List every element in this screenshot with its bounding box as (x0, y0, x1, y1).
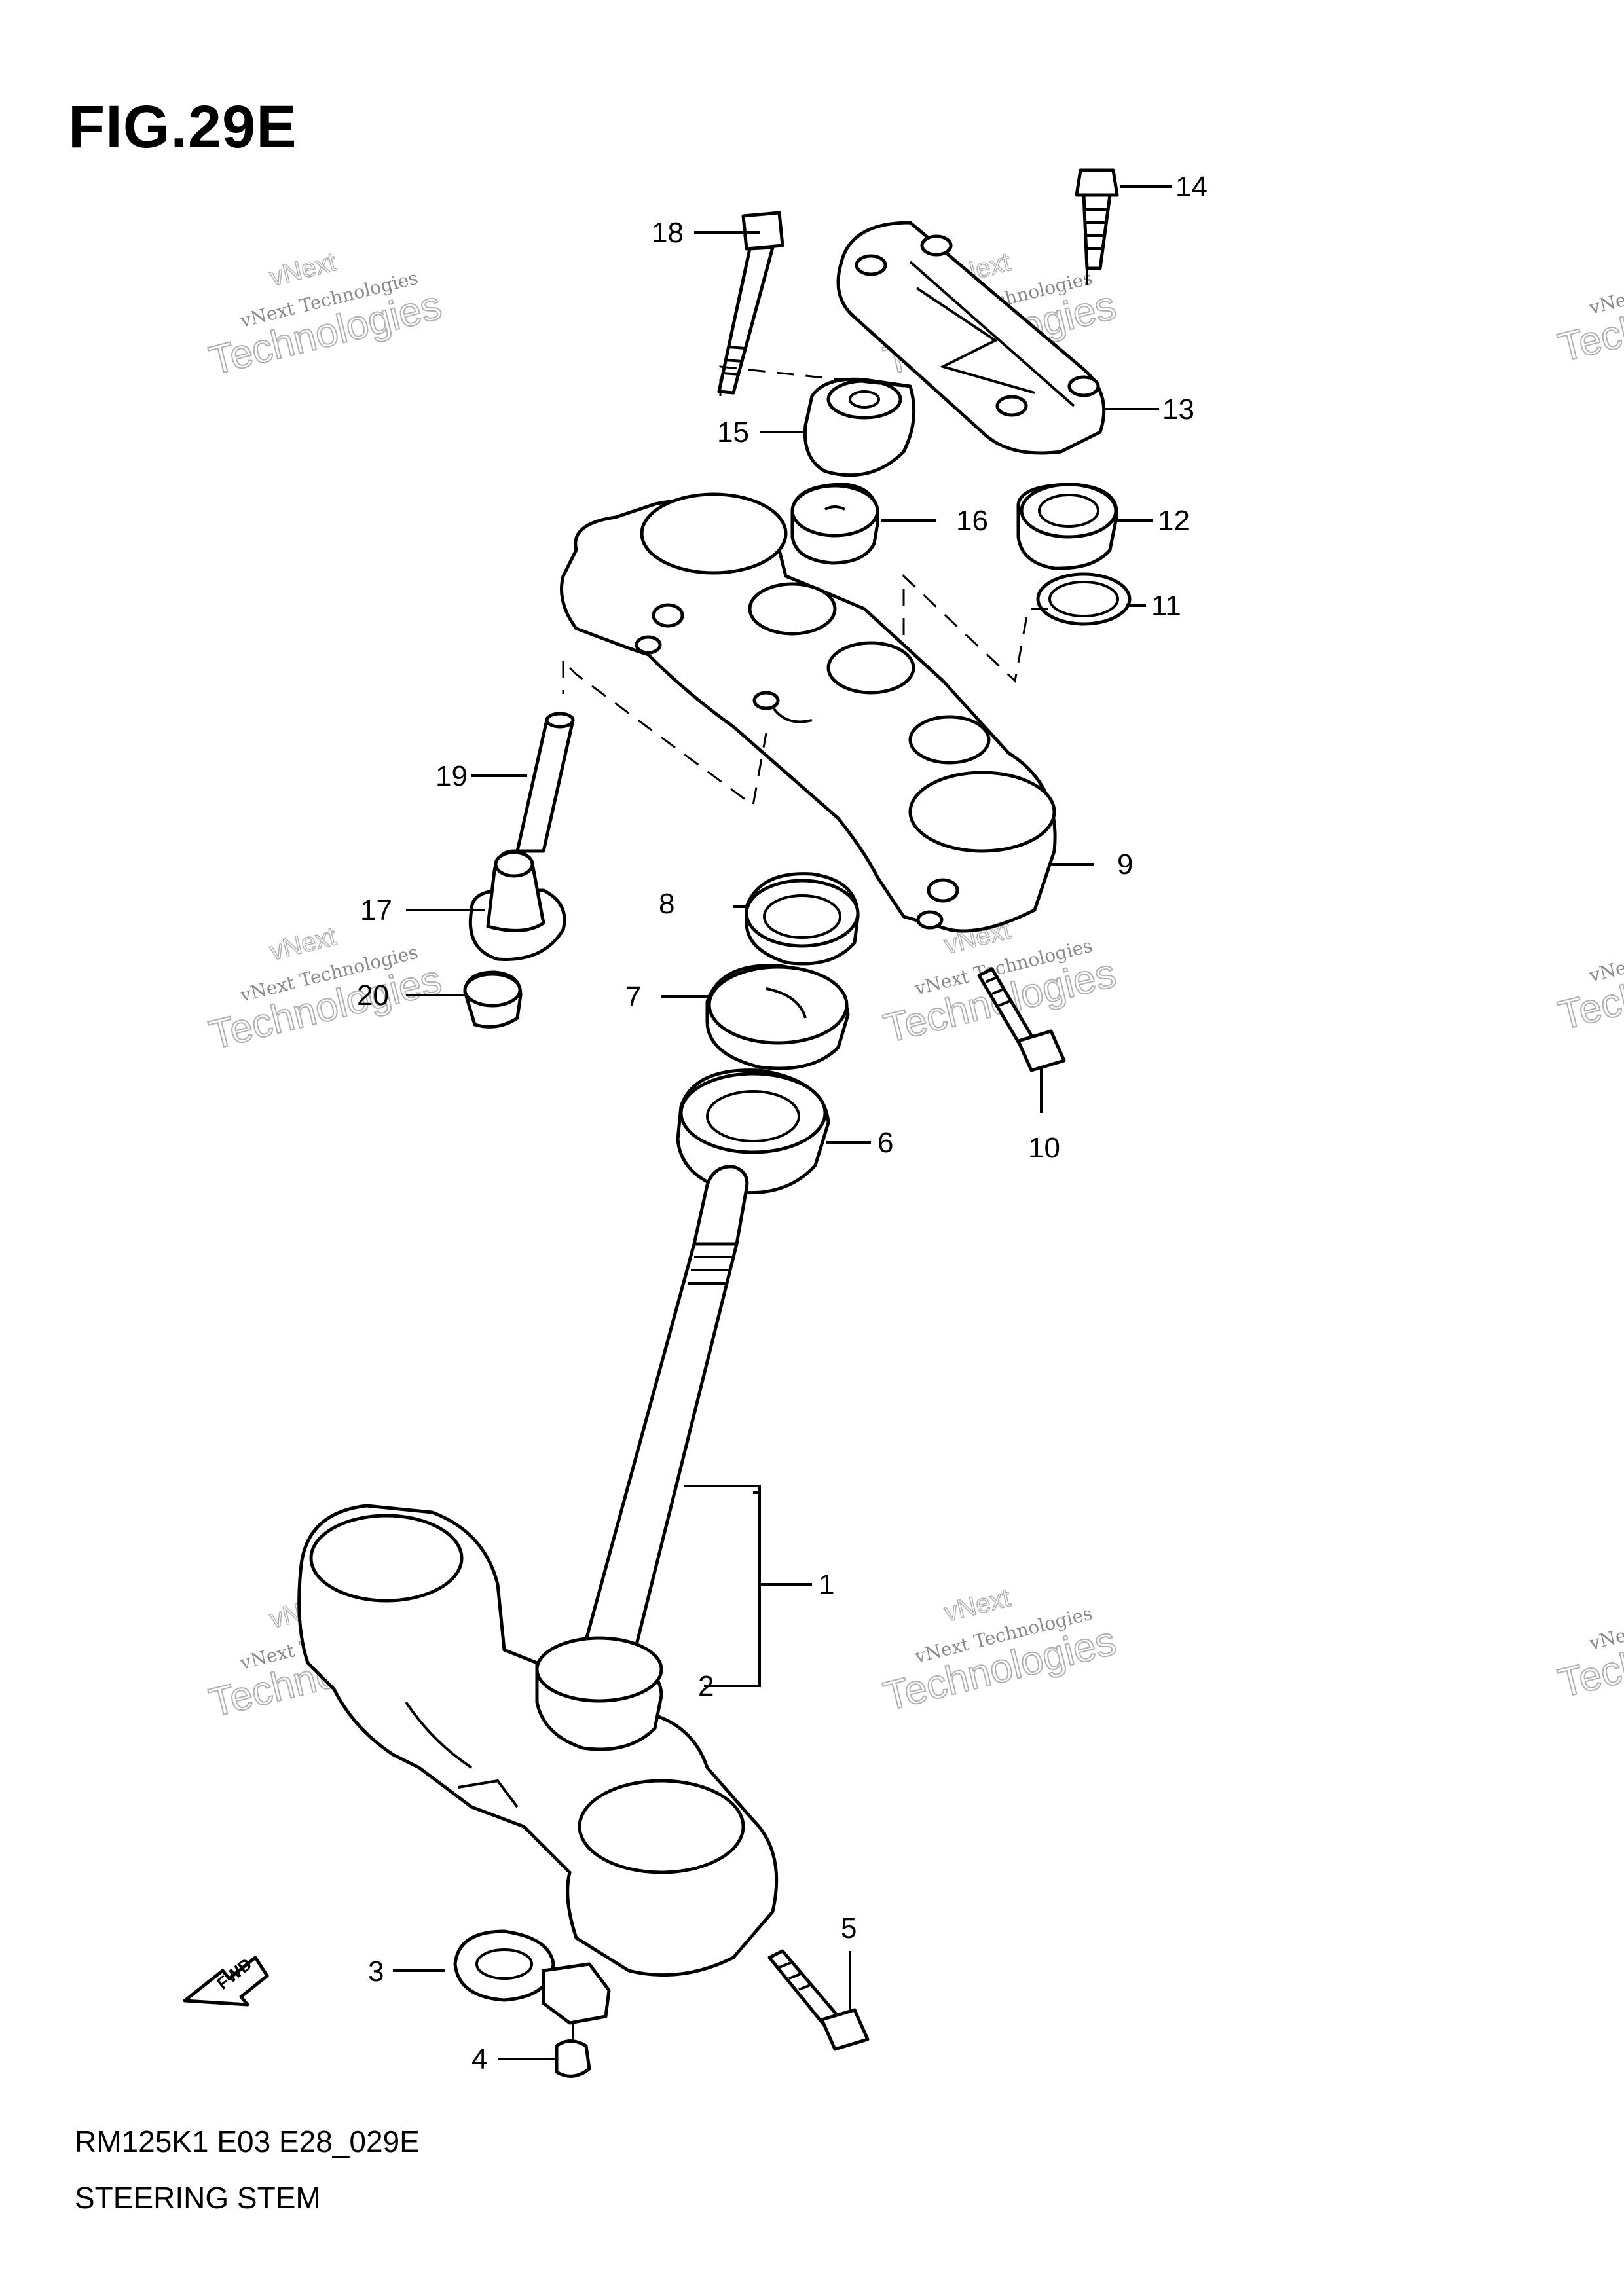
callout-20: 20 (357, 979, 389, 1011)
callout-8: 8 (659, 888, 674, 920)
part-12-stem-nut (1016, 483, 1118, 570)
part-7-dust-seal (705, 964, 850, 1070)
leader-lines (393, 185, 1172, 2060)
watermark-tech: Technologies (1554, 1605, 1624, 1707)
watermark-tech: Technologies (1554, 270, 1624, 371)
part-5-bolt (767, 1949, 870, 2051)
watermark-text: vNext Technologies (1587, 921, 1624, 987)
callout-11: 11 (1151, 590, 1181, 622)
callout-1: 1 (819, 1569, 834, 1601)
callout-3: 3 (368, 1956, 384, 1988)
part-8-lock-nut (745, 872, 860, 966)
watermark-group: vNext vNext Technologies Technologies vN… (204, 247, 1624, 1727)
fwd-arrow: FWD (183, 1954, 269, 2007)
callout-19: 19 (435, 760, 468, 792)
part-18-bolt (717, 211, 784, 395)
callout-12: 12 (1158, 505, 1190, 537)
assembly-lines (562, 268, 1088, 807)
callout-6: 6 (877, 1127, 893, 1159)
part-9-upper-bracket (560, 492, 1057, 933)
watermark-text: vNext Technologies (1587, 1589, 1624, 1654)
callout-16: 16 (956, 505, 988, 537)
callout-18: 18 (652, 217, 684, 249)
part-1-steering-stem (297, 1165, 779, 1977)
callout-15: 15 (717, 416, 749, 448)
watermark-vnext: vNext (267, 922, 339, 966)
callout-4: 4 (471, 2043, 487, 2075)
part-14-bolt (1075, 168, 1119, 270)
callout-17: 17 (360, 894, 392, 926)
part-16-damper (790, 483, 879, 565)
part-10-bolt (977, 967, 1066, 1072)
callout-13: 13 (1162, 393, 1194, 426)
part-13-handlebar-cap (836, 221, 1106, 455)
part-19-pipe (515, 712, 575, 853)
callout-10: 10 (1028, 1132, 1060, 1164)
figure-name: STEERING STEM (75, 2181, 321, 2215)
model-code: RM125K1 E03 E28_029E (75, 2124, 420, 2159)
figure-title: FIG.29E (68, 94, 297, 160)
watermark-vnext: vNext (942, 1583, 1014, 1627)
callout-7: 7 (625, 981, 641, 1013)
callout-14: 14 (1175, 171, 1208, 203)
callout-2: 2 (698, 1670, 714, 1702)
callout-9: 9 (1117, 848, 1133, 881)
part-11-washer (1036, 572, 1132, 626)
callout-5: 5 (841, 1912, 857, 1944)
part-3-clamp (453, 1929, 611, 2025)
part-17-cable-guide (468, 849, 566, 961)
watermark-text: vNext Technologies (1587, 253, 1624, 319)
watermark-tech: Technologies (1554, 938, 1624, 1039)
part-20-grommet (463, 970, 523, 1029)
part-15-handlebar-holder (803, 377, 916, 477)
part-4-screw (555, 2023, 591, 2078)
part-6-bearing (676, 1068, 830, 1195)
callout-labels: 1 2 3 4 5 6 7 8 9 10 11 12 13 14 15 16 1… (357, 171, 1208, 2075)
watermark-vnext: vNext (267, 247, 339, 291)
